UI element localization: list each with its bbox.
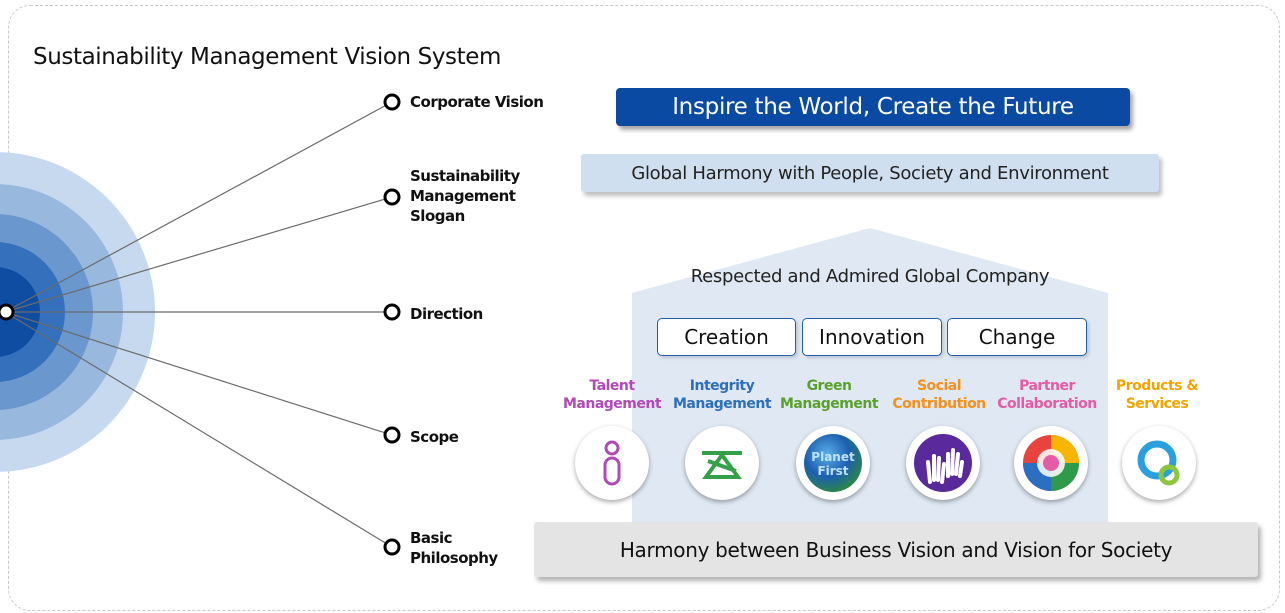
scope-label-green: Green Management [779, 378, 879, 412]
tier-label-vision: Corporate Vision [410, 93, 544, 111]
planet-first-icon: Planet First [796, 426, 870, 500]
direction-text: Respected and Admired Global Company [690, 266, 1050, 287]
connector-scope [4, 311, 393, 436]
connector-slogan [4, 196, 393, 313]
planet-first-text: Planet [811, 450, 855, 464]
tier-label-direction: Direction [410, 305, 483, 323]
tier-label-scope: Scope [410, 428, 459, 446]
slogan-box: Global Harmony with People, Society and … [581, 154, 1159, 192]
keyword-change: Change [947, 318, 1087, 356]
node-philosophy [383, 538, 401, 556]
keyword-innovation: Innovation [802, 318, 942, 356]
node-direction [383, 303, 401, 321]
colorful-circle-icon [1014, 426, 1088, 500]
basic-philosophy-box: Harmony between Business Vision and Visi… [534, 522, 1258, 577]
node-slogan [383, 188, 401, 206]
node-vision [383, 93, 401, 111]
scope-label-products: Products & Services [1115, 378, 1199, 412]
page-title: Sustainability Management Vision System [33, 44, 501, 70]
tier-label-slogan: Sustainability Management Slogan [410, 167, 520, 225]
raised-hands-icon [906, 426, 980, 500]
connector-philosophy [4, 311, 393, 548]
scope-label-partner: Partner Collaboration [997, 378, 1097, 412]
keyword-creation: Creation [657, 318, 796, 356]
q-ring-icon [1122, 426, 1196, 500]
person-icon [575, 426, 649, 500]
origin-node [0, 303, 15, 321]
balance-scale-icon [685, 426, 759, 500]
tier-label-philosophy: Basic Philosophy [410, 529, 498, 567]
scope-label-talent: Talent Management [562, 378, 662, 412]
corporate-vision-box: Inspire the World, Create the Future [616, 88, 1130, 126]
scope-label-social: Social Contribution [892, 378, 986, 412]
connector-vision [4, 101, 393, 313]
node-scope [383, 426, 401, 444]
scope-label-integrity: Integrity Management [672, 378, 772, 412]
svg-text:First: First [817, 464, 848, 478]
